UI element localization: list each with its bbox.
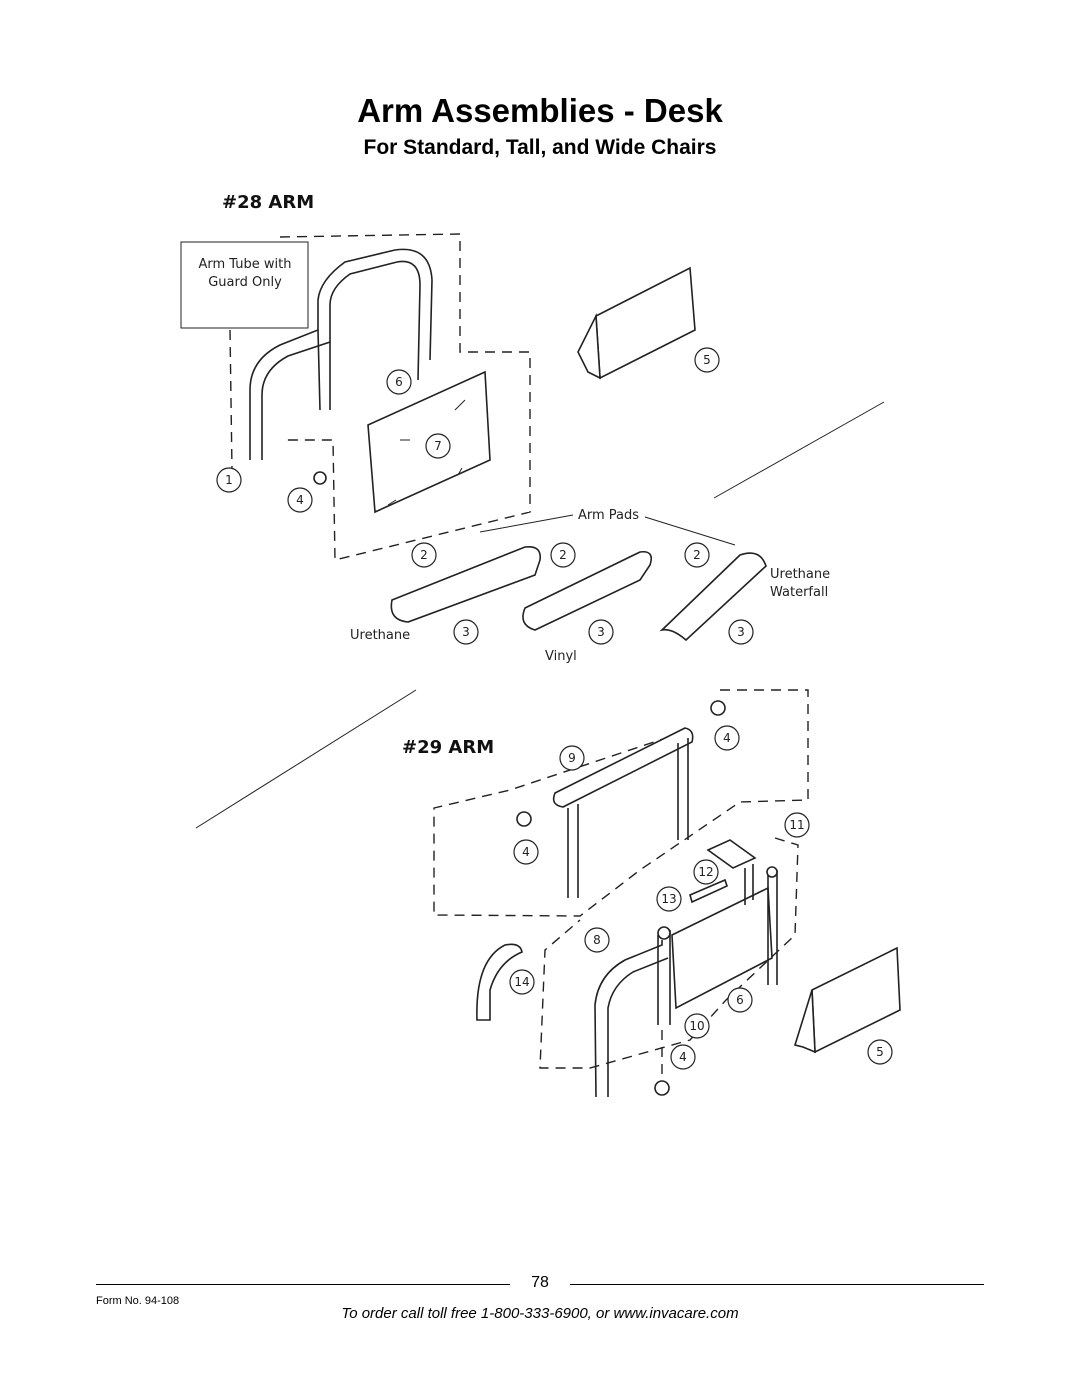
svg-text:13: 13 <box>661 892 676 906</box>
pad-vinyl <box>522 550 653 631</box>
page-title: Arm Assemblies - Desk <box>357 92 723 129</box>
arm29-guard-panel <box>671 886 773 1010</box>
svg-text:2: 2 <box>420 548 428 562</box>
order-contact-line: To order call toll free 1-800-333-6900, … <box>341 1305 739 1322</box>
svg-text:8: 8 <box>593 933 601 947</box>
arm29-dashed-boundary <box>433 689 809 917</box>
callout-4b: 4 <box>714 725 740 751</box>
svg-text:6: 6 <box>395 375 403 389</box>
svg-text:4: 4 <box>679 1050 687 1064</box>
svg-text:5: 5 <box>876 1045 884 1059</box>
callout-9: 9 <box>559 745 585 771</box>
callout-3a: 3 <box>453 619 479 645</box>
urethane-label: Urethane <box>350 628 410 643</box>
arm29-arm-tube <box>594 940 669 1098</box>
callout-13: 13 <box>656 886 682 912</box>
callout-1: 1 <box>216 467 242 493</box>
arm28-side-panel <box>595 266 696 380</box>
waterfall-line1: Urethane <box>770 567 830 582</box>
svg-text:3: 3 <box>737 625 745 639</box>
svg-text:9: 9 <box>568 751 576 765</box>
break-line-upper <box>713 401 885 499</box>
svg-text:5: 5 <box>703 353 711 367</box>
callout-4d: 4 <box>670 1044 696 1070</box>
callout-3c: 3 <box>728 619 754 645</box>
arm29-handle <box>476 943 523 1021</box>
callout-5a: 5 <box>694 347 720 373</box>
page-subtitle: For Standard, Tall, and Wide Chairs <box>363 136 717 159</box>
page-number: 78 <box>531 1274 549 1291</box>
svg-text:12: 12 <box>698 865 713 879</box>
box-label-line2: Guard Only <box>208 275 282 290</box>
svg-text:1: 1 <box>225 473 233 487</box>
callout-7: 7 <box>425 433 451 459</box>
vinyl-label: Vinyl <box>545 649 577 664</box>
pad-urethane <box>390 545 542 623</box>
callout-4c: 4 <box>513 839 539 865</box>
arm28-heading: #28 ARM <box>222 192 314 213</box>
svg-text:3: 3 <box>462 625 470 639</box>
footer-rule-right <box>570 1284 984 1285</box>
svg-text:6: 6 <box>736 993 744 1007</box>
svg-text:3: 3 <box>597 625 605 639</box>
callout-6b: 6 <box>727 987 753 1013</box>
arm28-dashed-boundary <box>279 233 531 561</box>
arm28-tube <box>249 248 433 460</box>
callout-12: 12 <box>693 859 719 885</box>
callout-8: 8 <box>584 927 610 953</box>
svg-text:4: 4 <box>723 731 731 745</box>
callout-10: 10 <box>684 1013 710 1039</box>
svg-text:2: 2 <box>559 548 567 562</box>
callout-6a: 6 <box>386 369 412 395</box>
svg-text:11: 11 <box>789 818 804 832</box>
arm-tube-guard-box <box>180 241 309 329</box>
svg-text:14: 14 <box>514 975 529 989</box>
callout-2a: 2 <box>411 542 437 568</box>
pad-waterfall <box>659 552 767 642</box>
arm-pads-label: Arm Pads <box>578 508 639 523</box>
callout-5b: 5 <box>867 1039 893 1065</box>
arm29-side-panel <box>811 946 901 1054</box>
break-line-lower <box>195 689 417 829</box>
callout-2b: 2 <box>550 542 576 568</box>
arm29-heading: #29 ARM <box>402 737 494 758</box>
arm29-top-bar <box>552 727 694 808</box>
svg-text:2: 2 <box>693 548 701 562</box>
svg-text:10: 10 <box>689 1019 704 1033</box>
callout-2c: 2 <box>684 542 710 568</box>
box-label-line1: Arm Tube with <box>199 257 292 272</box>
svg-text:7: 7 <box>434 439 442 453</box>
svg-text:4: 4 <box>296 493 304 507</box>
callout-11: 11 <box>784 812 810 838</box>
callout-14: 14 <box>509 969 535 995</box>
waterfall-line2: Waterfall <box>770 585 828 600</box>
svg-text:4: 4 <box>522 845 530 859</box>
callout-4a: 4 <box>287 487 313 513</box>
footer-rule-left <box>96 1284 510 1285</box>
form-number: Form No. 94-108 <box>96 1295 180 1307</box>
callout-3b: 3 <box>588 619 614 645</box>
